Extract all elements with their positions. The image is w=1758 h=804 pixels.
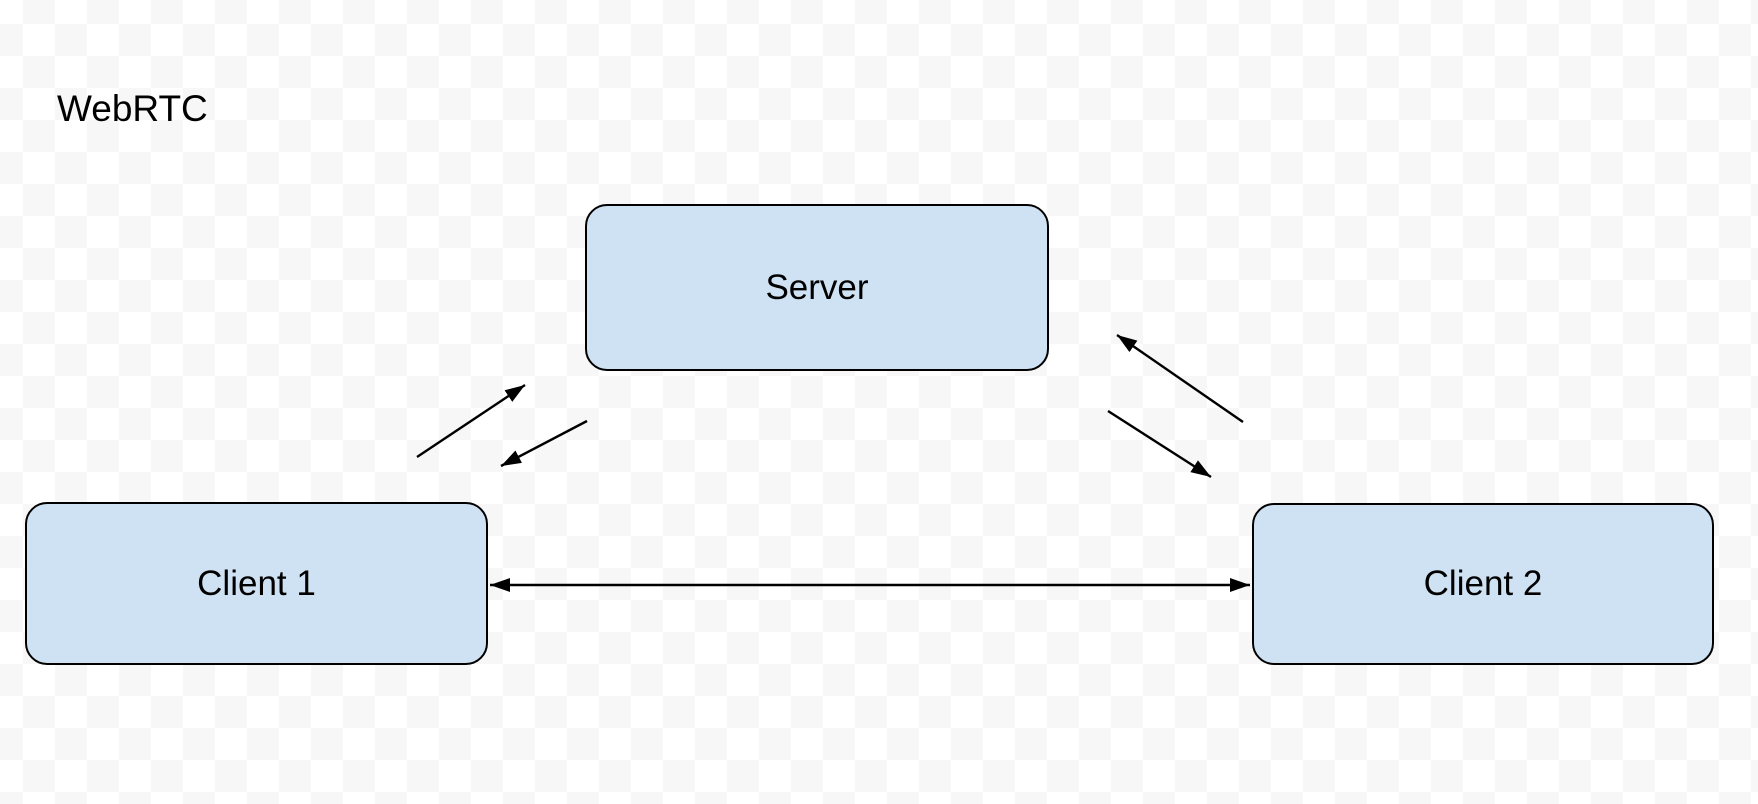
edge-client1-to-server-arrow <box>416 384 526 458</box>
node-client2: Client 2 <box>1252 503 1714 665</box>
node-client2-label: Client 2 <box>1423 564 1543 603</box>
node-client1: Client 1 <box>25 502 488 665</box>
edge-client2-to-server-arrow <box>1116 334 1244 423</box>
node-server: Server <box>585 204 1049 371</box>
edge-server-to-client1-arrow <box>500 419 588 468</box>
node-server-label: Server <box>765 267 869 307</box>
node-client1-label: Client 1 <box>197 563 316 603</box>
edge-server-to-client2-arrow <box>1107 409 1212 479</box>
diagram-title: WebRTC <box>57 88 208 129</box>
